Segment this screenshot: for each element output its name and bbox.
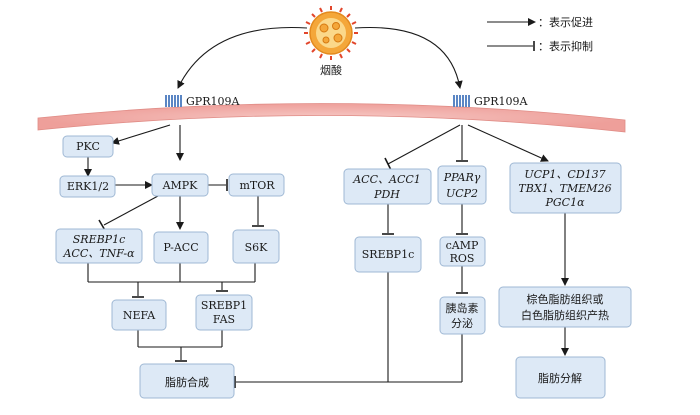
svg-text:ERK1/2: ERK1/2: [67, 180, 109, 193]
svg-text:SREBP1: SREBP1: [201, 299, 247, 312]
svg-text:UCP2: UCP2: [446, 187, 478, 200]
svg-text:P-ACC: P-ACC: [163, 241, 198, 254]
receptor-inhibits-acc-bar: [384, 157, 392, 171]
node-lipogenesis: 脂肪合成: [139, 363, 235, 399]
node-srebp1c: SREBP1c: [354, 236, 422, 273]
svg-text:脂肪合成: 脂肪合成: [165, 375, 209, 389]
svg-text:PGC1α: PGC1α: [544, 196, 585, 209]
node-ampk: AMPK: [151, 173, 209, 197]
right-receptor-label: GPR109A: [474, 95, 528, 108]
svg-text:TBX1、TMEM26: TBX1、TMEM26: [518, 182, 611, 195]
svg-text:PDH: PDH: [373, 188, 400, 201]
svg-text:PKC: PKC: [76, 140, 100, 153]
legend-inhibit-label: ：表示抑制: [538, 39, 593, 53]
receptor-to-pkc-arrow: [111, 124, 171, 145]
right-receptor-icon: [453, 95, 470, 107]
node-lipolysis: 脂肪分解: [515, 356, 606, 399]
svg-text:AMPK: AMPK: [162, 179, 199, 192]
svg-text:PPARγ: PPARγ: [443, 171, 481, 184]
niacin-molecule-icon: [304, 6, 358, 60]
node-thermogenesis: 棕色脂肪组织或 白色脂肪组织产热: [498, 286, 632, 328]
node-erk: ERK1/2: [59, 175, 116, 198]
node-pkc: PKC: [62, 135, 114, 158]
niacin-to-left-receptor-arrow: [177, 26, 308, 89]
svg-text:SREBP1c: SREBP1c: [73, 233, 126, 246]
node-insulin: 胰岛素 分泌: [439, 296, 486, 335]
svg-text:S6K: S6K: [245, 241, 269, 254]
node-s6k: S6K: [232, 229, 280, 264]
node-nefa: NEFA: [111, 299, 167, 331]
svg-text:mTOR: mTOR: [239, 179, 275, 192]
node-mtor: mTOR: [228, 173, 285, 197]
svg-text:FAS: FAS: [213, 313, 235, 326]
svg-text:分泌: 分泌: [451, 317, 473, 330]
svg-text:NEFA: NEFA: [123, 309, 156, 322]
edges: [84, 124, 569, 388]
svg-text:胰岛素: 胰岛素: [446, 301, 479, 315]
receptor-to-ucp-arrow: [467, 124, 549, 162]
svg-text:ACC、TNF-α: ACC、TNF-α: [62, 247, 135, 260]
svg-text:ROS: ROS: [450, 252, 475, 265]
legend: ：表示促进 ：表示抑制: [487, 15, 593, 53]
niacin-to-right-receptor-arrow: [354, 26, 463, 89]
svg-text:ACC、ACC1: ACC、ACC1: [352, 173, 421, 186]
svg-text:脂肪分解: 脂肪分解: [538, 371, 582, 385]
left-receptor-label: GPR109A: [186, 95, 240, 108]
node-ppar-ucp2: PPARγ UCP2: [437, 165, 487, 205]
svg-text:白色脂肪组织产热: 白色脂肪组织产热: [521, 308, 609, 322]
svg-text:UCP1、CD137: UCP1、CD137: [524, 168, 605, 181]
node-srebp1-fas: SREBP1 FAS: [195, 294, 253, 331]
node-ucp: UCP1、CD137 TBX1、TMEM26 PGC1α: [509, 162, 622, 214]
receptor-inhibits-acc-line: [387, 124, 461, 165]
node-acc-pdh: ACC、ACC1 PDH: [343, 168, 432, 205]
svg-text:SREBP1c: SREBP1c: [362, 248, 415, 261]
left-receptor-icon: [165, 95, 182, 107]
legend-promote-label: ：表示促进: [538, 15, 593, 29]
svg-text:棕色脂肪组织或: 棕色脂肪组织或: [527, 292, 604, 306]
svg-text:cAMP: cAMP: [446, 239, 479, 252]
cell-membrane: [37, 103, 626, 133]
niacin-label: 烟酸: [320, 63, 342, 77]
ampk-inhibits-srebp-line: [103, 195, 159, 226]
node-camp-ros: cAMP ROS: [439, 236, 486, 267]
node-pacc: P-ACC: [153, 231, 209, 264]
node-srebp-acc: SREBP1c ACC、TNF-α: [55, 228, 143, 264]
